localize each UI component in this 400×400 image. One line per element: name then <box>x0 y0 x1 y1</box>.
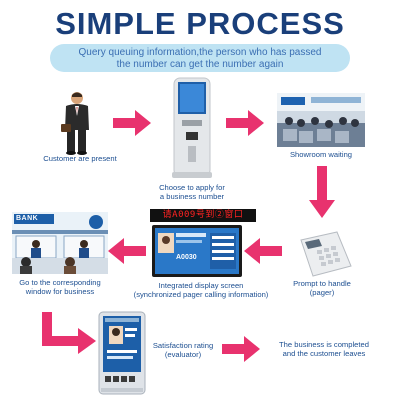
step-8-line-1: The business is completed <box>279 340 369 349</box>
display-screen <box>152 225 242 277</box>
bank-sign: BANK <box>16 215 39 222</box>
pink-arrow-icon <box>108 238 146 264</box>
customer-figure <box>61 92 89 155</box>
step-2-line-1: Choose to apply for <box>159 183 225 192</box>
step-3-line-1: Showroom waiting <box>289 150 353 159</box>
pink-arrow-icon <box>226 110 264 136</box>
step-4-line-1: Prompt to handle <box>293 279 351 288</box>
step-7-line-2: (evaluator) <box>164 350 202 360</box>
step-6-line-1: Go to the corresponding <box>19 278 101 287</box>
step-7-line-1: Satisfaction rating <box>152 341 214 350</box>
kiosk-icon <box>172 77 212 178</box>
step-6-caption: Go to the corresponding window for busin… <box>8 278 112 296</box>
pager-icon <box>300 231 352 277</box>
step-2-line-2: a business number <box>159 192 225 202</box>
showroom-photo <box>277 93 365 147</box>
step-3-caption: Showroom waiting <box>272 150 370 159</box>
banner-line-2: the number can get the number again <box>116 58 284 70</box>
pink-arrow-icon <box>244 238 282 264</box>
page-title: SIMPLE PROCESS <box>55 6 345 41</box>
screen-number: A0030 <box>176 254 197 261</box>
step-8-line-2: and the customer leaves <box>282 349 366 359</box>
step-6-line-2: window for business <box>25 287 95 297</box>
step-1-line-1: Customer are present <box>43 154 117 163</box>
step-2-caption: Choose to apply for a business number <box>140 183 244 201</box>
pink-arrow-icon <box>113 110 151 136</box>
subtitle-banner: Query queuing information,the person who… <box>50 44 350 72</box>
step-5-caption: Integrated display screen (synchronized … <box>126 281 276 299</box>
step-7-caption: Satisfaction rating (evaluator) <box>146 341 220 359</box>
pink-arrow-icon <box>309 166 335 218</box>
step-1-caption: Customer are present <box>20 154 140 163</box>
bank-counter-illustration <box>12 212 108 274</box>
step-4-line-2: (pager) <box>309 288 335 298</box>
step-4-caption: Prompt to handle (pager) <box>280 279 364 297</box>
evaluator-icon <box>98 311 146 395</box>
step-5-line-2: (synchronized pager calling information) <box>133 290 269 300</box>
step-8-caption: The business is completed and the custom… <box>262 340 386 358</box>
step-5-line-1: Integrated display screen <box>158 281 244 290</box>
banner-line-1: Query queuing information,the person who… <box>78 47 322 58</box>
led-display-text: 请A009号到②窗口 <box>150 209 256 222</box>
pink-arrow-icon <box>222 336 260 362</box>
pink-arrow-icon <box>42 312 96 354</box>
